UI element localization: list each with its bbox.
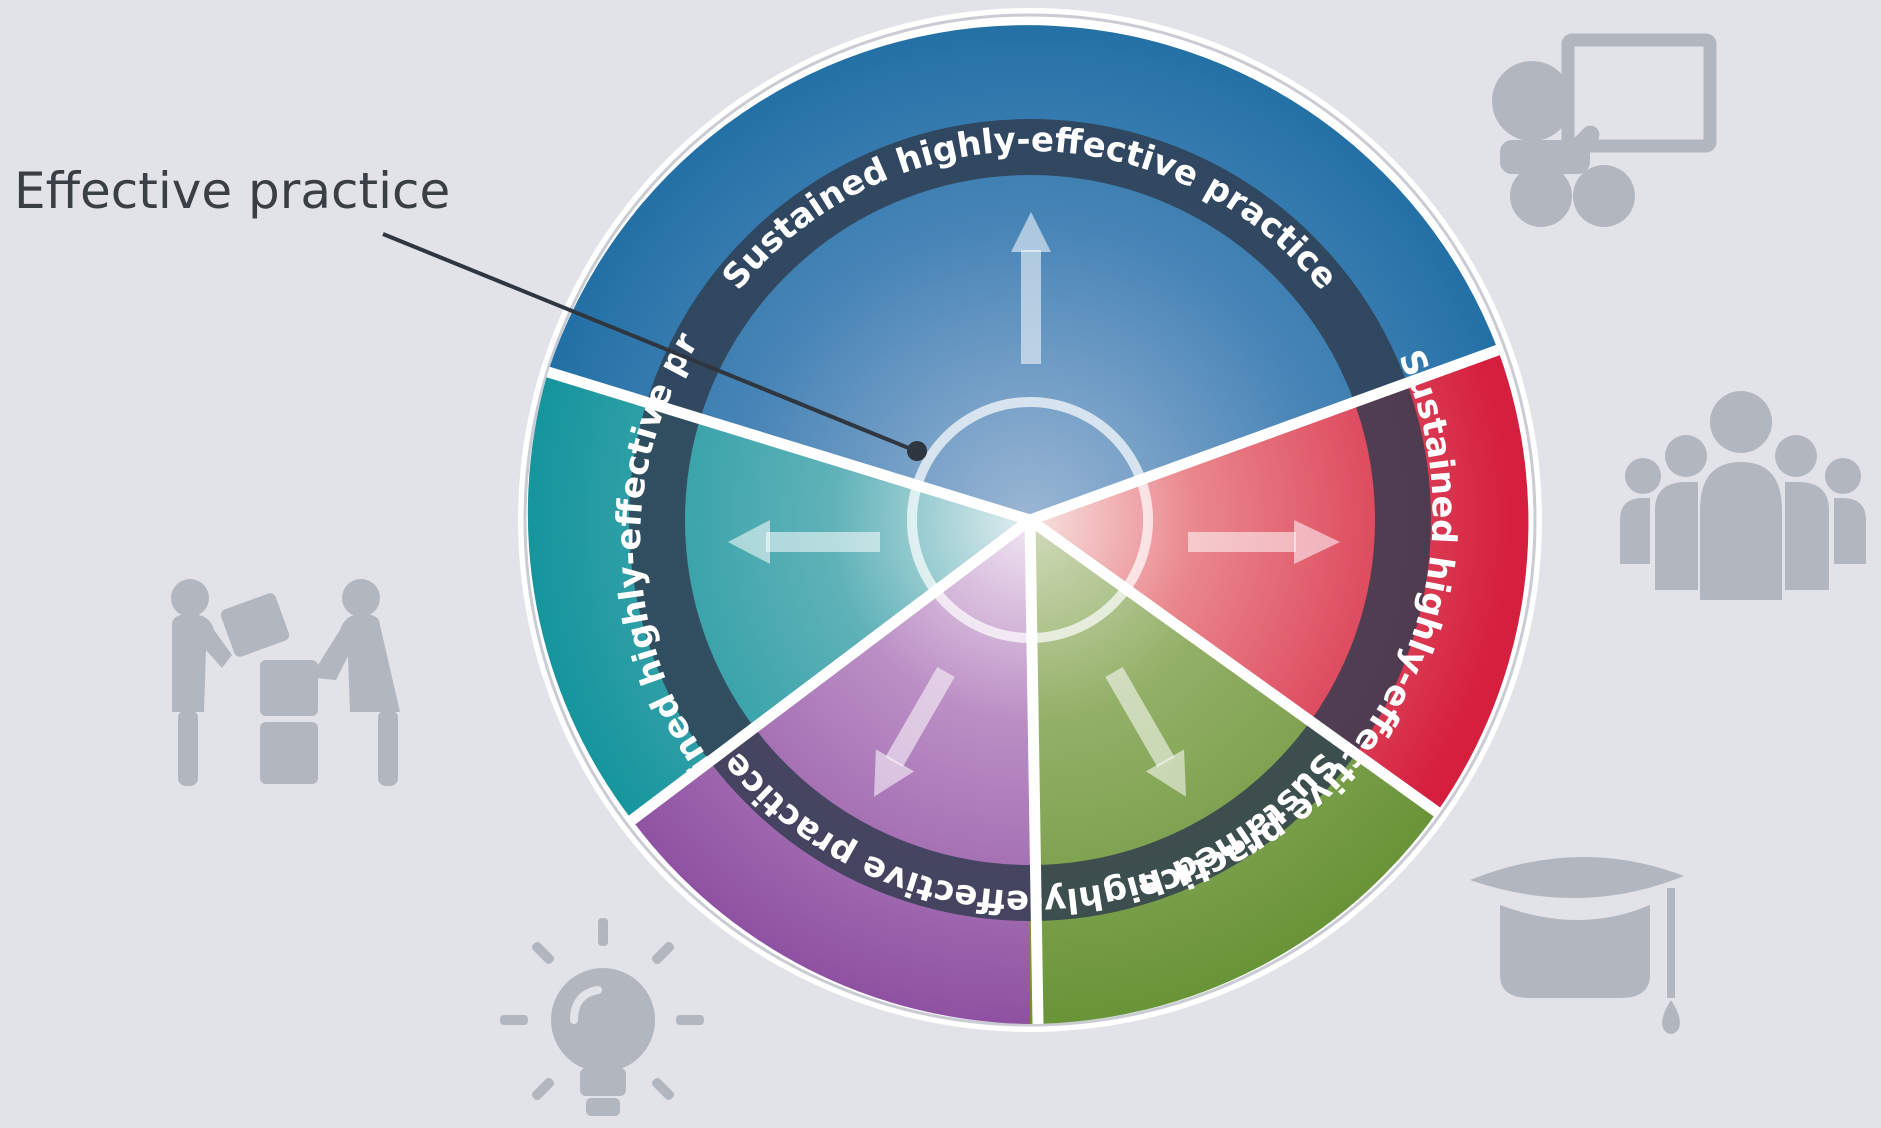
callout-label: Effective practice	[14, 162, 450, 220]
arrow-down-left-icon	[874, 667, 955, 797]
arrow-down-right-icon	[1105, 667, 1186, 797]
arrow-right-icon	[1188, 520, 1340, 564]
group-of-people-icon	[1620, 391, 1866, 600]
callout-leader-line	[382, 232, 917, 453]
lightbulb-icon	[500, 918, 704, 1116]
arrow-left-icon	[728, 520, 880, 564]
dark-ring-band	[629, 119, 1431, 921]
wheel-outer-border	[523, 13, 1537, 1027]
callout-dot	[907, 441, 927, 461]
arrow-up-icon	[1011, 212, 1051, 364]
people-exchange-icon	[171, 579, 400, 786]
graduation-cap-icon	[1470, 856, 1684, 1034]
presenter-icon	[1492, 33, 1717, 227]
segment-separators	[546, 344, 1500, 1025]
center-circle	[907, 397, 1153, 643]
outward-arrows	[728, 212, 1340, 797]
